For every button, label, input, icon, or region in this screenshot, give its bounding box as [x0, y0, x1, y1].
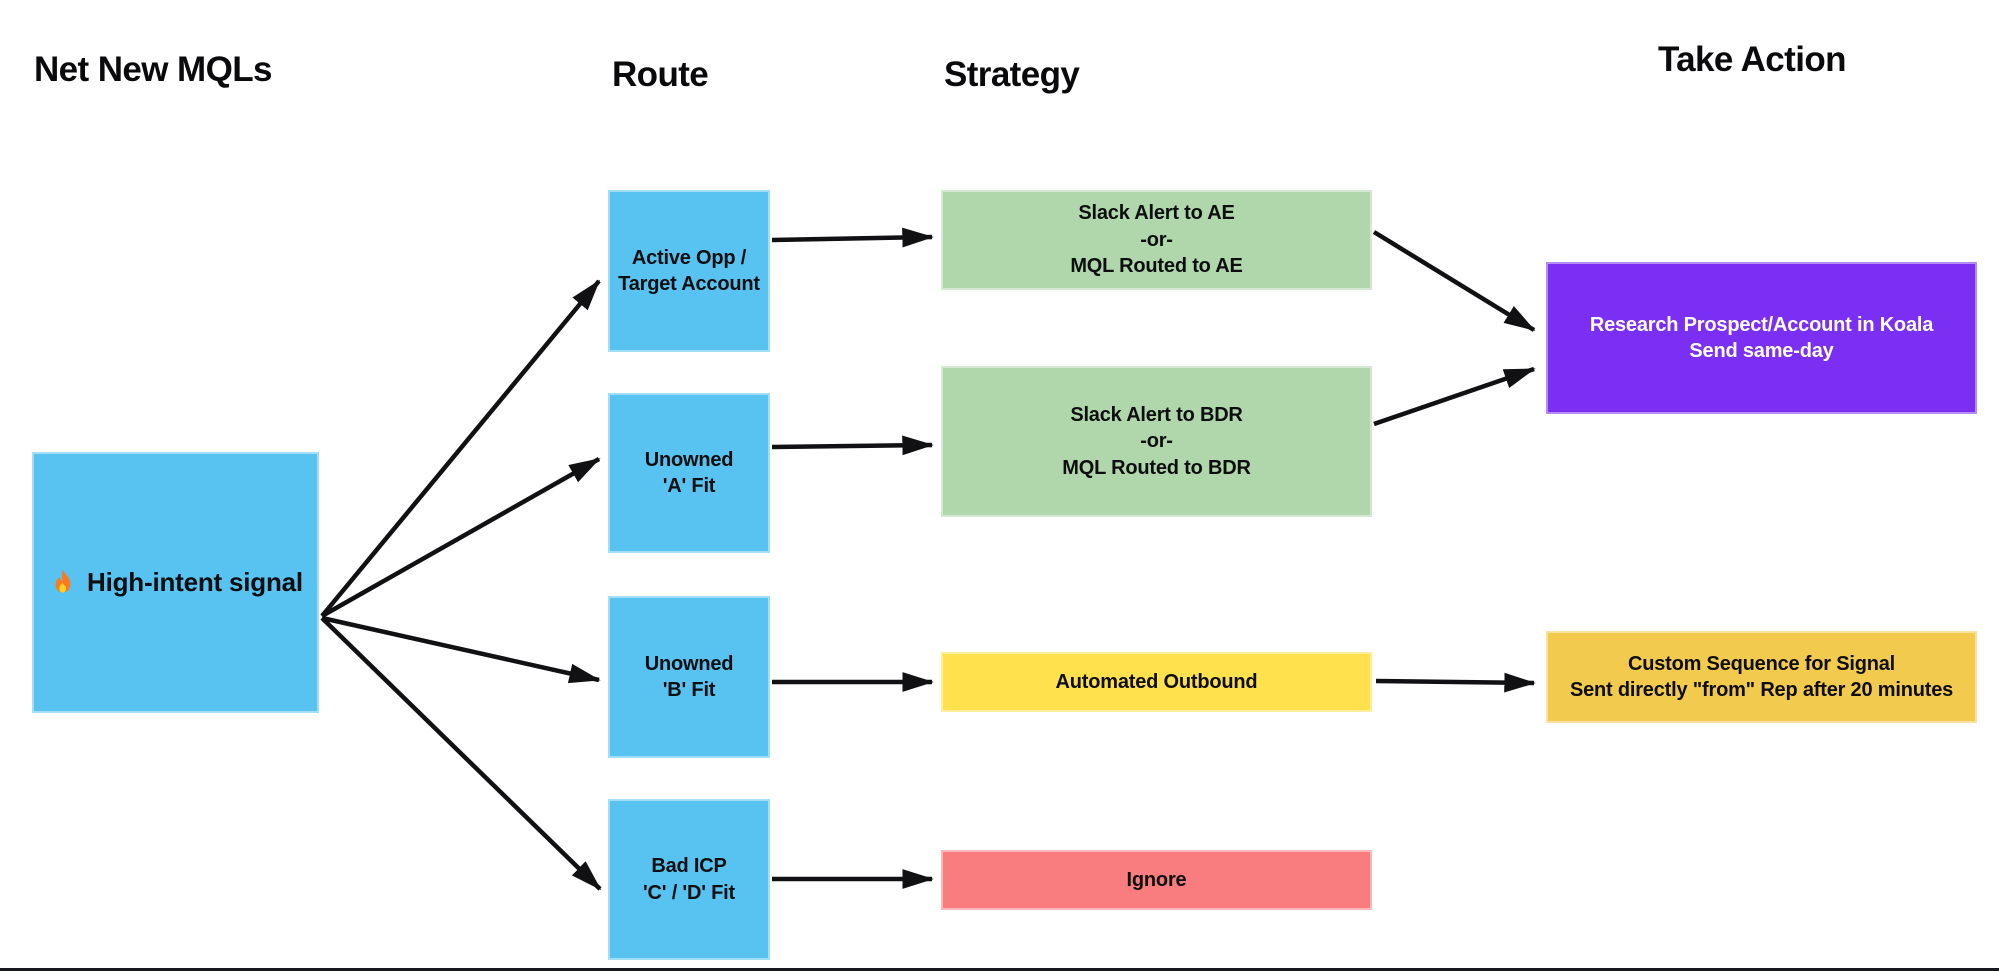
node-label: Bad ICP 'C' / 'D' Fit: [643, 855, 735, 904]
node-unowned-a-fit: Unowned 'A' Fit: [608, 393, 770, 553]
node-research-koala: Research Prospect/Account in Koala Send …: [1546, 262, 1977, 414]
node-label: Research Prospect/Account in Koala Send …: [1589, 313, 1934, 362]
arrow-ae-to-koala: [1372, 230, 1536, 332]
arrow-signal-to-unowned-b: [321, 615, 601, 684]
node-custom-sequence: Custom Sequence for Signal Sent directly…: [1546, 631, 1977, 723]
arrow-active-opp-to-ae: [771, 227, 934, 248]
column-header-route: Route: [612, 55, 709, 94]
node-bad-icp-cd-fit: Bad ICP 'C' / 'D' Fit: [608, 799, 770, 960]
fire-icon: [55, 569, 71, 592]
node-label: Unowned 'B' Fit: [644, 652, 734, 701]
node-ignore: Ignore: [941, 850, 1372, 910]
node-label: Custom Sequence for Signal Sent directly…: [1569, 652, 1954, 701]
node-automated-outbound: Automated Outbound: [941, 652, 1372, 712]
node-label: Active Opp / Target Account: [618, 246, 760, 295]
node-high-intent-signal: High-intent signal: [32, 452, 319, 713]
column-header-take-action: Take Action: [1658, 40, 1846, 79]
node-label: Unowned 'A' Fit: [644, 448, 734, 497]
bottom-border-line: [0, 968, 1999, 971]
node-slack-alert-ae: Slack Alert to AE -or- MQL Routed to AE: [941, 190, 1372, 290]
column-header-strategy: Strategy: [944, 55, 1080, 94]
node-label: Slack Alert to BDR -or- MQL Routed to BD…: [1062, 403, 1251, 479]
node-label: Ignore: [1126, 868, 1187, 891]
arrow-bdr-to-koala: [1373, 366, 1536, 427]
arrow-signal-to-bad-icp: [320, 616, 602, 891]
arrow-outbound-to-sequence: [1375, 672, 1536, 693]
node-active-opp-target-account: Active Opp / Target Account: [608, 190, 770, 352]
node-label: Slack Alert to AE -or- MQL Routed to AE: [1070, 202, 1243, 278]
node-slack-alert-bdr: Slack Alert to BDR -or- MQL Routed to BD…: [941, 366, 1372, 517]
arrow-unowned-a-to-bdr: [771, 435, 934, 456]
node-unowned-b-fit: Unowned 'B' Fit: [608, 596, 770, 758]
node-label: Automated Outbound: [1055, 670, 1258, 693]
column-header-net-new-mqls: Net New MQLs: [34, 50, 272, 89]
node-label: High-intent signal: [87, 567, 303, 598]
arrow-signal-to-active-opp: [320, 279, 601, 618]
arrow-signal-to-unowned-a: [320, 457, 601, 618]
